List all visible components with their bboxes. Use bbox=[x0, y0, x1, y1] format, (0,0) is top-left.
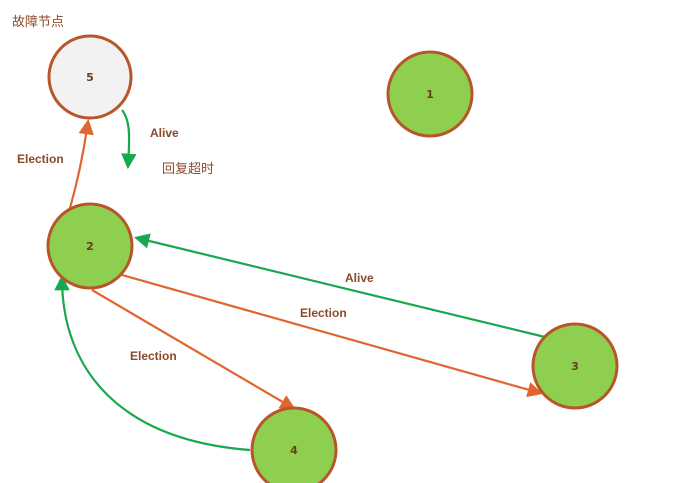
node-2-circle bbox=[46, 202, 134, 290]
node-3: 3 bbox=[531, 322, 619, 410]
edge-5-alive-label: Alive bbox=[150, 126, 179, 140]
timeout-note: 回复超时 bbox=[162, 162, 214, 177]
edge-3-to-2-alive bbox=[134, 233, 546, 339]
node-1: 1 bbox=[386, 50, 474, 138]
node-3-circle bbox=[531, 322, 619, 410]
edge-4-to-2-alive bbox=[54, 274, 251, 452]
node-4: 4 bbox=[250, 406, 338, 483]
node-1-circle bbox=[386, 50, 474, 138]
edge-2-to-4-election bbox=[91, 289, 296, 410]
edge-3-to-2-label: Alive bbox=[345, 271, 374, 285]
node-5: 5 bbox=[47, 34, 133, 120]
node-2: 2 bbox=[46, 202, 134, 290]
node-5-label: 5 bbox=[86, 71, 94, 84]
edge-5-alive-timeout bbox=[121, 109, 137, 170]
edge-2-to-3-election bbox=[121, 273, 543, 398]
node-4-label: 4 bbox=[290, 444, 298, 457]
edge-2-to-5-election bbox=[68, 118, 94, 209]
edge-2-to-5-label: Election bbox=[17, 152, 64, 166]
node-5-circle bbox=[47, 34, 133, 120]
node-4-circle bbox=[250, 406, 338, 483]
edge-2-to-4-label: Election bbox=[130, 349, 177, 363]
edge-2-to-3-label: Election bbox=[300, 306, 347, 320]
node-2-label: 2 bbox=[86, 240, 94, 253]
failed-node-title: 故障节点 bbox=[12, 15, 64, 30]
node-3-label: 3 bbox=[571, 360, 579, 373]
node-1-label: 1 bbox=[426, 88, 434, 101]
